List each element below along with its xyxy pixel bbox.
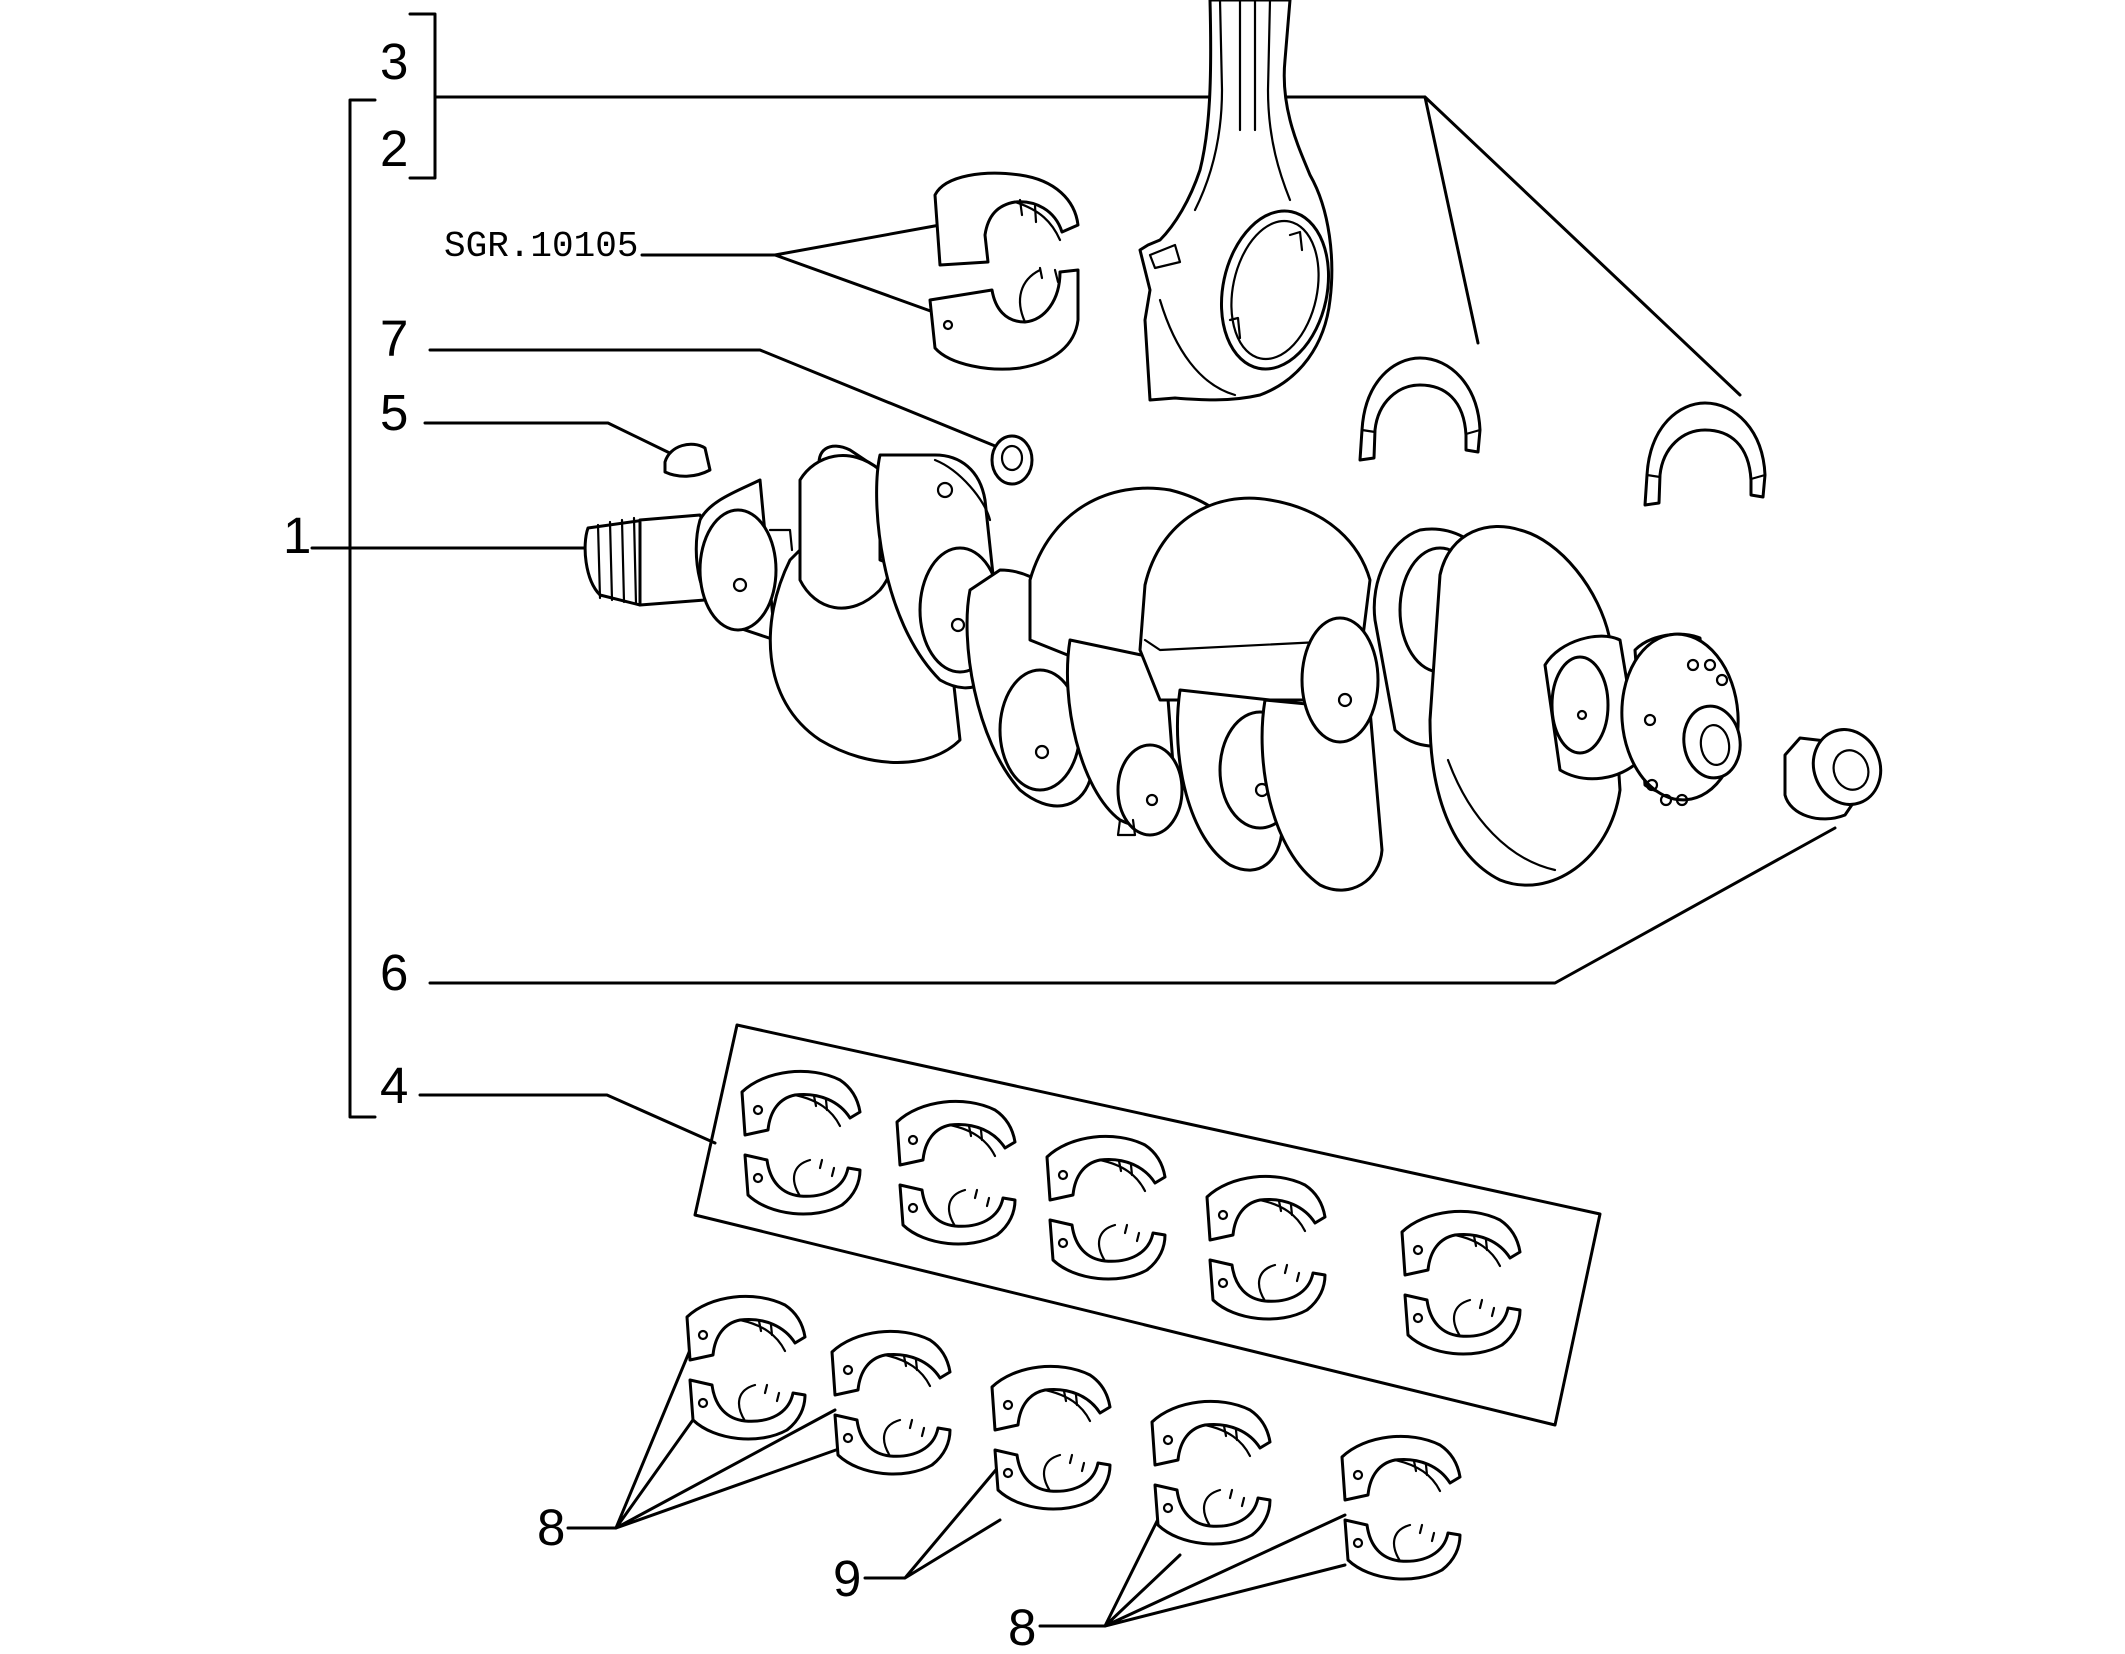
callout-8-left: 8 (537, 1499, 565, 1556)
main-bearing-shells-item-9 (990, 1364, 1112, 1511)
leader-sgr (640, 223, 952, 320)
callout-1: 1 (283, 507, 311, 564)
leader-9 (863, 1463, 1002, 1580)
callout-4: 4 (380, 1057, 408, 1114)
callout-5: 5 (380, 384, 408, 441)
thrust-washer-right (1643, 401, 1767, 507)
key-item-5 (663, 442, 712, 478)
main-bearing-set-item-4 (693, 1023, 1602, 1427)
plug-item-7 (990, 434, 1034, 486)
leader-8-right (1038, 1493, 1347, 1628)
callout-9: 9 (833, 1550, 861, 1607)
main-bearing-shells-item-8-right (1150, 1399, 1462, 1581)
big-end-bearing-shells (928, 171, 1080, 371)
callout-8-right: 8 (1008, 1599, 1036, 1654)
group-bracket-left (348, 98, 377, 1119)
leader-4 (418, 1093, 717, 1145)
crankshaft-item-1 (583, 444, 1742, 892)
main-bearing-shells-item-8-left (685, 1294, 952, 1476)
callout-3: 3 (380, 33, 408, 90)
bushing-item-6 (1783, 728, 1883, 821)
group-bracket-2-3 (408, 12, 437, 180)
thrust-washer-left (1358, 356, 1482, 462)
leader-7 (428, 348, 1002, 450)
leader-8-left (566, 1348, 852, 1530)
callout-7: 7 (380, 310, 408, 367)
callout-2: 2 (380, 120, 408, 177)
reference-code: SGR.10105 (444, 226, 638, 267)
connecting-rod (1138, 0, 1334, 402)
leader-2-3 (433, 95, 1742, 397)
callout-6: 6 (380, 944, 408, 1001)
leader-5 (423, 421, 682, 460)
leader-6 (428, 826, 1837, 985)
